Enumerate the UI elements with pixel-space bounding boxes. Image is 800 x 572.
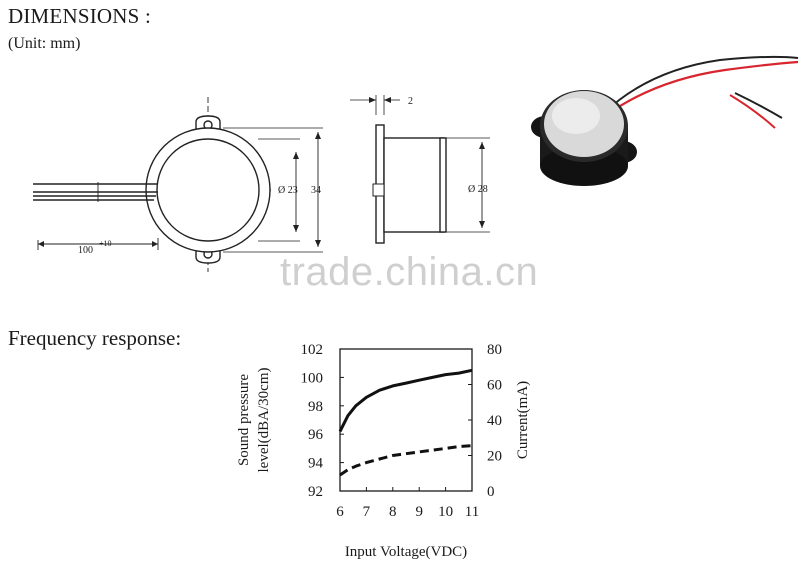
lead-tolerance-label: +10: [99, 239, 112, 248]
side-diameter-label: Ø 28: [468, 184, 488, 195]
left-tick-label: 92: [308, 484, 323, 500]
x-tick-label: 8: [389, 504, 397, 520]
x-tick-label: 7: [363, 504, 371, 520]
x-tick-label: 10: [438, 504, 453, 520]
plot-frame: [339, 348, 473, 492]
side-thickness-label: 2: [408, 96, 413, 107]
right-tick-label: 40: [487, 413, 502, 429]
left-axis-label-line1: Sound pressure: [236, 374, 252, 466]
x-tick-label: 9: [415, 504, 423, 520]
left-tick-label: 96: [308, 427, 324, 443]
front-view-drawing: Ø 23 34 100 +10: [33, 97, 323, 272]
left-tick-label: 100: [301, 370, 324, 386]
front-height-label: 34: [311, 185, 321, 196]
right-axis-label: Current(mA): [515, 381, 530, 459]
current-line: [339, 444, 473, 477]
frequency-response-title: Frequency response:: [8, 326, 182, 350]
lead-length-label: 100: [78, 245, 93, 256]
unit-label: (Unit: mm): [8, 35, 81, 52]
front-diameter-label: Ø 23: [278, 185, 298, 196]
right-tick-label: 20: [487, 449, 502, 465]
left-tick-label: 102: [301, 342, 324, 358]
product-photo: [531, 55, 799, 186]
right-tick-label: 80: [487, 342, 502, 358]
right-tick-label: 60: [487, 378, 502, 394]
left-tick-label: 94: [308, 456, 324, 472]
x-axis-label: Input Voltage(VDC): [345, 544, 467, 560]
watermark-text: trade.china.cn: [280, 250, 539, 294]
x-tick-label: 11: [465, 504, 479, 520]
right-tick-label: 0: [487, 484, 495, 500]
x-tick-label: 6: [336, 504, 344, 520]
sound-pressure-line: [338, 368, 473, 433]
frequency-response-chart: 6 7 8 9 10 11 92 94 96 98 100 102 0 20 40 60 80 Sound pr…: [236, 342, 530, 560]
dimensions-title: DIMENSIONS :: [8, 4, 151, 28]
left-tick-label: 98: [308, 399, 323, 415]
left-axis-label-line2: level(dBA/30cm): [256, 368, 272, 473]
side-view-drawing: 2 Ø 28: [350, 95, 490, 244]
